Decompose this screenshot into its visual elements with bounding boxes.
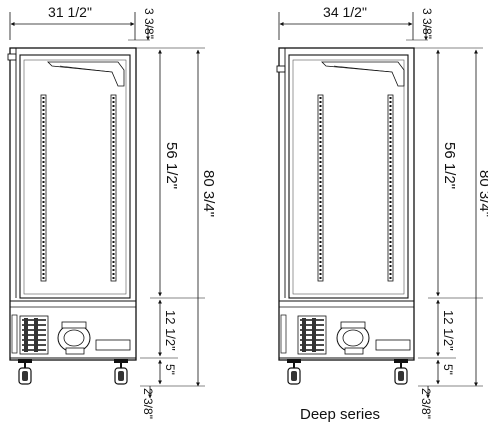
figure-caption: Deep series — [300, 406, 381, 423]
bottom-offset-dimension-label: 2 3/8" — [419, 388, 433, 419]
caster-left — [18, 359, 32, 385]
shelf-ladder-left — [317, 94, 324, 282]
door-height-dimension-label: 56 1/2" — [163, 142, 180, 189]
bottom-offset-dimension-label: 2 3/8" — [141, 388, 155, 419]
overall-height-dimension-label: 80 3/4" — [476, 170, 488, 217]
caster-right — [114, 359, 128, 385]
refrigerator-drawing-standard: 31 1/2" — [7, 4, 217, 419]
door-height-dimension-label: 56 1/2" — [441, 142, 458, 189]
base-height-dimension-label: 12 1/2" — [441, 310, 456, 351]
compressor — [336, 321, 370, 355]
top-gap-dimension-label: 3 3/8" — [142, 8, 156, 39]
compressor — [57, 321, 91, 355]
caster-height-dimension-label: 5" — [163, 364, 177, 375]
base-height-dimension-label: 12 1/2" — [163, 310, 178, 351]
shelf-ladder-right — [110, 94, 117, 282]
shelf-ladder-right — [387, 94, 394, 282]
drain-pan — [95, 339, 131, 351]
condenser-unit — [19, 315, 49, 355]
width-dimension-label: 34 1/2" — [323, 4, 367, 20]
shelf-ladder-left — [40, 94, 47, 282]
refrigerator-drawing-deep: 34 1/2" — [276, 4, 488, 419]
top-gap-dimension-label: 3 3/8" — [420, 8, 434, 39]
caster-left — [287, 359, 301, 385]
condenser-unit — [297, 315, 327, 355]
caster-right — [394, 359, 408, 385]
caster-height-dimension-label: 5" — [441, 364, 455, 375]
overall-height-dimension-label: 80 3/4" — [200, 170, 217, 217]
drain-pan — [375, 339, 411, 351]
width-dimension-label: 31 1/2" — [48, 4, 92, 20]
